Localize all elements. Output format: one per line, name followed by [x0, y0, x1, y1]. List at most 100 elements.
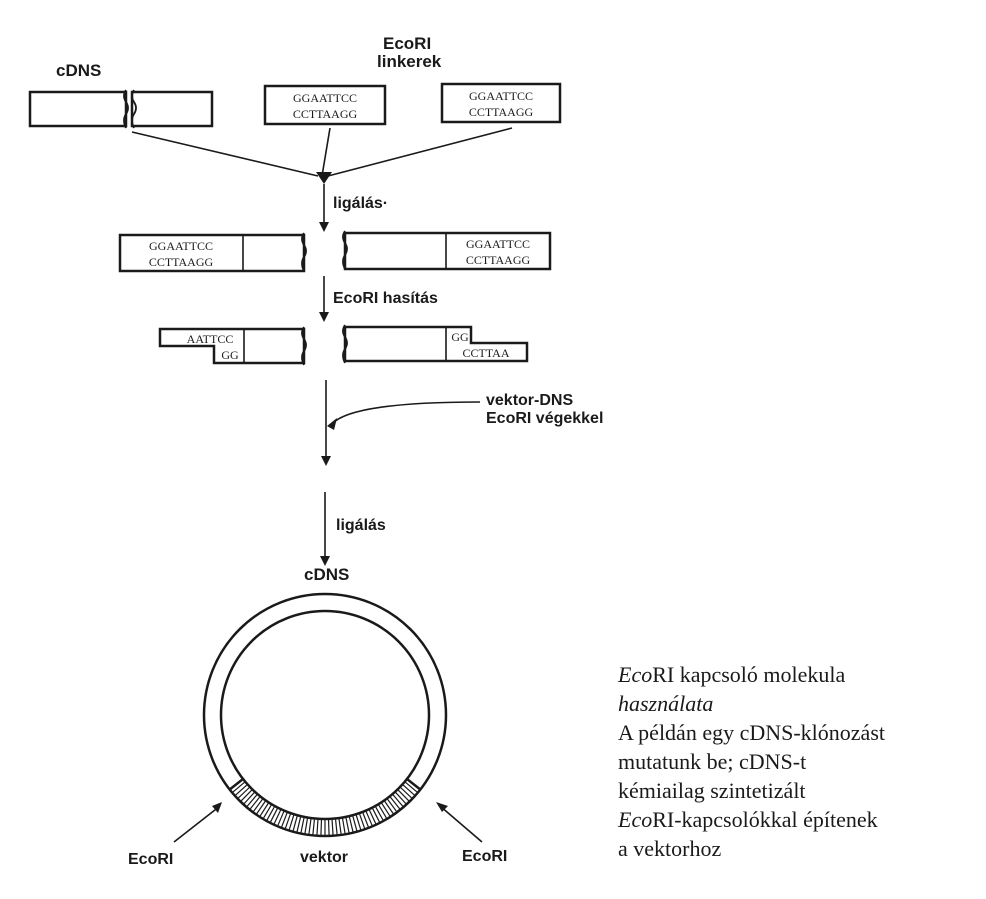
hatch-line: [334, 818, 338, 836]
hatch-line: [380, 802, 391, 818]
linker-2: GGAATTCC CCTTAAGG: [440, 82, 562, 124]
ecori-site-right: EcoRI: [462, 848, 507, 865]
vector-segment: [228, 777, 422, 836]
hatch-line: [394, 791, 407, 805]
ecori-linker-title: EcoRI: [383, 34, 431, 53]
hatch-line: [368, 808, 377, 825]
ecori-cut-label: EcoRI hasítás: [333, 290, 438, 307]
figure-caption: EcoRI kapcsoló molekula használata A pél…: [618, 660, 978, 863]
hatch-line: [231, 781, 246, 794]
hatch-line: [280, 811, 288, 829]
break-mark: [342, 324, 348, 364]
ligated-left-bottom-seq: CCTTAAGG: [149, 255, 214, 269]
arrow-line: [131, 131, 319, 177]
ligated-left-fragment: GGAATTCC CCTTAAGG: [118, 232, 307, 273]
hatch-line: [300, 816, 305, 834]
ligation-label-2: ligálás: [336, 517, 386, 534]
cdna-fragment: [28, 89, 214, 129]
hatch-line: [386, 798, 398, 813]
arrowhead: [319, 312, 329, 322]
hatch-line: [358, 813, 366, 830]
arrow-line: [327, 127, 513, 177]
hatch-line: [399, 786, 413, 800]
ecori-site-left: EcoRI: [128, 851, 173, 868]
hatch-line: [288, 814, 295, 831]
hatch-line: [234, 783, 248, 797]
hatch-line: [292, 815, 298, 832]
hatch-line: [345, 816, 350, 834]
hatch-line: [338, 818, 342, 835]
ligated-right-bottom-seq: CCTTAAGG: [466, 253, 531, 267]
ligated-left-top-seq: GGAATTCC: [149, 239, 213, 253]
hatch-line: [304, 817, 309, 835]
hatch-line: [397, 788, 410, 803]
hatch-line: [255, 800, 267, 815]
arrowhead: [320, 556, 330, 566]
hatch-line: [269, 807, 279, 824]
hatch-line: [365, 810, 374, 827]
arrowhead: [436, 802, 448, 812]
break-mark: [123, 89, 129, 129]
hatch-line: [404, 781, 419, 794]
break-mark: [301, 232, 307, 272]
cdna-left-piece: [28, 90, 128, 128]
hatch-line: [348, 815, 354, 833]
caption-title: EcoRI kapcsoló molekula: [618, 662, 846, 687]
hatch-line: [371, 807, 381, 824]
arrowhead: [321, 456, 331, 466]
break-mark: [301, 326, 307, 366]
linker-2-top-seq: GGAATTCC: [469, 89, 533, 103]
vector-dna-label: vektor-DNS: [486, 392, 573, 409]
caption-line: A példán egy cDNS-klónozást: [618, 720, 885, 745]
arrowhead: [327, 418, 337, 430]
cut-right-fragment: GG CCTTAA: [342, 324, 529, 364]
hatch-line: [273, 808, 282, 825]
hatch-line: [296, 815, 302, 833]
linkers-label: linkerek: [377, 52, 442, 71]
hatch-line: [262, 803, 273, 820]
break-mark: [342, 230, 348, 270]
cut-left-bottom-seq: GG: [221, 348, 239, 362]
hatch-line: [246, 793, 258, 808]
break-mark: [131, 89, 137, 129]
cut-left-top-seq: AATTCC: [187, 332, 234, 346]
caption-line: EcoRI-kapcsolókkal építenek: [618, 807, 878, 832]
arrow-line: [439, 805, 483, 843]
vector-label: vektor: [300, 849, 348, 866]
hatch-line: [392, 793, 404, 808]
linker-2-bottom-seq: CCTTAAGG: [469, 105, 534, 119]
linker-1: GGAATTCC CCTTAAGG: [263, 84, 387, 126]
plasmid-circle: [202, 592, 448, 838]
hatch-line: [327, 818, 330, 836]
hatch-line: [402, 783, 416, 797]
cdna-right-piece: [130, 90, 214, 128]
hatch-line: [352, 815, 358, 832]
hatch-line: [284, 813, 292, 830]
hatch-line: [259, 802, 270, 818]
arrowhead: [316, 172, 332, 184]
hatch-line: [377, 803, 388, 820]
vector-boundary: [228, 777, 245, 792]
hatch-line: [312, 818, 316, 836]
hatch-line: [362, 811, 370, 829]
cut-left-fragment: AATTCC GG: [158, 326, 307, 366]
hatch-line: [237, 786, 251, 800]
arrowhead: [319, 222, 329, 232]
cdna-label-top: cDNS: [56, 61, 101, 80]
vector-join-line: [331, 401, 481, 425]
ligated-right-fragment: GGAATTCC CCTTAAGG: [342, 230, 552, 271]
hatch-line: [389, 796, 401, 811]
caption-line: kémiailag szintetizált: [618, 778, 806, 803]
hatch-line: [243, 791, 256, 805]
hatch-line: [374, 805, 385, 822]
hatch-line: [341, 817, 346, 835]
hatch-line: [252, 798, 264, 813]
hatch-line: [308, 818, 312, 835]
hatch-line: [249, 796, 261, 811]
linker-1-top-seq: GGAATTCC: [293, 91, 357, 105]
hatch-line: [331, 818, 334, 836]
hatch-line: [320, 818, 323, 836]
hatch-line: [316, 818, 319, 836]
hatch-line: [276, 810, 285, 827]
